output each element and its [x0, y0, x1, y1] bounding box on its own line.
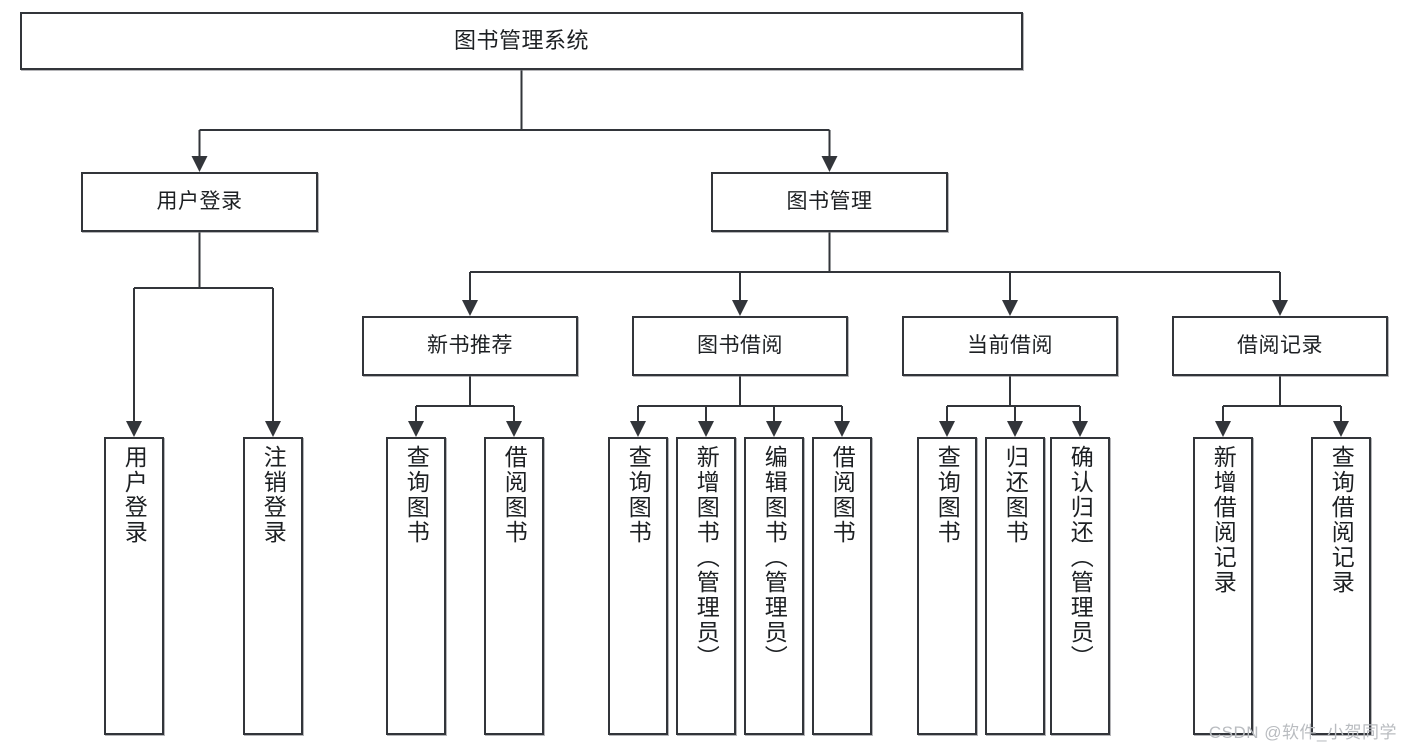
node-leaf-cur-1[interactable]: 查询图书 [917, 437, 977, 735]
node-label: 查询图书 [934, 445, 961, 545]
node-label: 查询图书 [625, 445, 652, 545]
node-label: 新增图书（管理员） [693, 445, 720, 670]
node-label: 当前借阅 [967, 333, 1053, 357]
node-label: 新增借阅记录 [1210, 445, 1237, 595]
node-login[interactable]: 用户登录 [81, 172, 318, 232]
node-leaf-cur-2[interactable]: 归还图书 [985, 437, 1045, 735]
node-records[interactable]: 借阅记录 [1172, 316, 1388, 376]
node-label: 新书推荐 [427, 333, 513, 357]
node-leaf-new-1[interactable]: 查询图书 [386, 437, 446, 735]
node-root[interactable]: 图书管理系统 [20, 12, 1023, 70]
node-label: 图书管理系统 [453, 28, 589, 54]
node-leaf-bor-3[interactable]: 编辑图书（管理员） [744, 437, 804, 735]
node-leaf-login-1[interactable]: 用户登录 [104, 437, 164, 735]
node-label: 注销登录 [260, 445, 287, 545]
node-label: 确认归还（管理员） [1067, 445, 1094, 670]
node-label: 借阅图书 [501, 445, 528, 545]
node-leaf-login-2[interactable]: 注销登录 [243, 437, 303, 735]
node-leaf-bor-4[interactable]: 借阅图书 [812, 437, 872, 735]
node-label: 借阅记录 [1237, 333, 1323, 357]
node-leaf-bor-1[interactable]: 查询图书 [608, 437, 668, 735]
node-label: 用户登录 [121, 445, 148, 545]
node-label: 借阅图书 [829, 445, 856, 545]
node-label: 查询图书 [403, 445, 430, 545]
node-leaf-new-2[interactable]: 借阅图书 [484, 437, 544, 735]
node-leaf-rec-2[interactable]: 查询借阅记录 [1311, 437, 1371, 735]
node-current[interactable]: 当前借阅 [902, 316, 1118, 376]
node-label: 编辑图书（管理员） [761, 445, 788, 670]
node-leaf-rec-1[interactable]: 新增借阅记录 [1193, 437, 1253, 735]
node-leaf-cur-3[interactable]: 确认归还（管理员） [1050, 437, 1110, 735]
node-newbook[interactable]: 新书推荐 [362, 316, 578, 376]
node-label: 图书管理 [786, 189, 873, 213]
node-label: 查询借阅记录 [1328, 445, 1355, 595]
node-label: 归还图书 [1002, 445, 1029, 545]
node-borrow[interactable]: 图书借阅 [632, 316, 848, 376]
node-leaf-bor-2[interactable]: 新增图书（管理员） [676, 437, 736, 735]
node-label: 图书借阅 [697, 333, 783, 357]
node-bookmgmt[interactable]: 图书管理 [711, 172, 948, 232]
node-label: 用户登录 [156, 189, 243, 213]
